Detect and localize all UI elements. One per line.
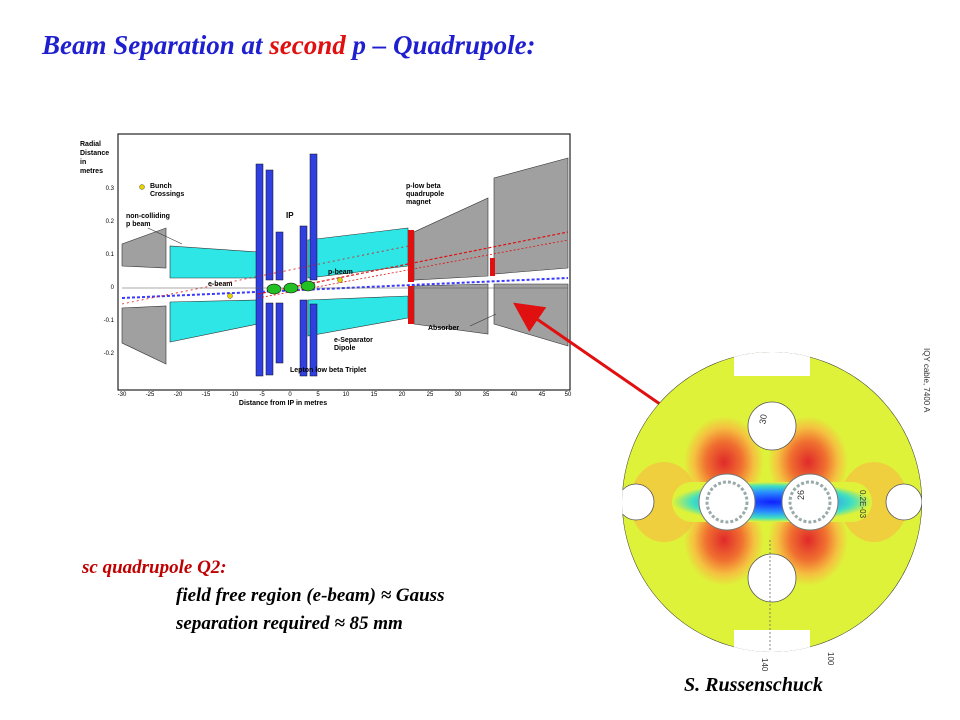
pointer-arrow — [513, 302, 687, 424]
bottom-notch — [734, 630, 810, 652]
absorber-red-2 — [490, 258, 495, 276]
label-lepton-triplet: Lepton low beta Triplet — [290, 367, 367, 374]
right-hole — [885, 483, 922, 521]
label-bottom-scale: 140 — [760, 658, 769, 672]
absorber-red-upper — [408, 230, 414, 282]
label-e-separator: Dipole — [334, 345, 355, 352]
x-tick-label: -20 — [174, 392, 183, 398]
slide-title: Beam Separation at second p – Quadrupole… — [42, 30, 536, 60]
blue-slab — [275, 231, 284, 281]
bunch-crossing — [300, 280, 316, 292]
left-coil — [705, 480, 749, 524]
top-notch — [734, 352, 810, 376]
top-hole — [747, 401, 797, 451]
left-hole — [622, 483, 655, 521]
pointer-line — [469, 313, 497, 327]
x-tick-label: 50 — [565, 392, 572, 398]
x-axis-title: Distance from IP in metres — [239, 400, 327, 407]
x-tick-label: 20 — [399, 392, 406, 398]
label-absorber: Absorber — [428, 325, 459, 332]
blue-slab — [275, 302, 284, 364]
vertical-caption: IQY cable, 7400 A — [922, 348, 931, 413]
x-tick-label: 15 — [371, 392, 378, 398]
blue-slab — [299, 299, 308, 377]
label-right-hole: 26 — [796, 490, 806, 500]
label-bunch-crossings: Crossings — [150, 191, 184, 198]
label-top-hole: 30 — [757, 413, 769, 425]
notes-block: sc quadrupole Q2: field free region (e-b… — [82, 554, 444, 638]
x-tick-label: 0 — [288, 392, 292, 398]
x-tick-label: -10 — [230, 392, 239, 398]
label-ip: IP — [286, 211, 294, 220]
x-tick-label: 10 — [343, 392, 350, 398]
right-coil — [788, 480, 832, 524]
label-non-colliding: non-colliding — [126, 213, 170, 220]
label-p-low-beta: quadrupole — [406, 191, 444, 198]
y-tick-label: 0.2 — [106, 219, 115, 225]
x-tick-label: -15 — [202, 392, 211, 398]
label-e-separator: e-Separator — [334, 337, 373, 344]
bunch-crossing — [266, 283, 282, 295]
blue-slab — [265, 169, 274, 281]
blue-slab — [299, 225, 308, 285]
p-quadrupole2-upper — [493, 157, 569, 275]
blue-slab — [255, 163, 264, 377]
y-axis-title-1: Radial — [80, 141, 101, 148]
quadrupole-field-figure: 30 26 140 100 0.2E-03 IQY cable, 7400 A — [622, 348, 931, 672]
label-p-low-beta: magnet — [406, 199, 432, 206]
left-magnet-upper — [121, 227, 167, 269]
x-tick-label: 30 — [455, 392, 462, 398]
x-tick-label: 45 — [539, 392, 546, 398]
pointer-line — [147, 227, 183, 245]
y-axis-title-2: Distance — [80, 150, 109, 157]
y-tick-label: 0 — [111, 285, 115, 291]
x-tick-label: -5 — [259, 392, 265, 398]
non-colliding-beam-line — [121, 245, 409, 305]
x-tick-label: -30 — [118, 392, 127, 398]
y-axis-title-3: in — [80, 159, 86, 166]
label-p-low-beta: p-low beta — [406, 183, 441, 190]
e-beam-line — [121, 277, 569, 299]
field-lobe — [630, 462, 698, 542]
x-tick-label: -25 — [146, 392, 155, 398]
label-side-scale: 100 — [826, 652, 835, 666]
bunch-marker — [227, 293, 233, 299]
blue-slab — [265, 302, 274, 376]
y-tick-label: 0.1 — [106, 252, 115, 258]
bunch-crossing — [283, 282, 299, 294]
notes-heading: sc quadrupole Q2: — [82, 557, 227, 578]
left-magnet-lower — [121, 305, 167, 365]
blue-slab — [309, 153, 318, 281]
bunch-marker — [139, 184, 145, 190]
label-p-beam: p-beam — [328, 269, 353, 276]
field-lobe — [840, 462, 908, 542]
label-right-value: 0.2E-03 — [858, 490, 867, 519]
beam-separation-figure: Radial Distance in metres 0.3 0.2 0.1 0 … — [80, 133, 572, 407]
notes-line: separation required ≈ 85 mm — [176, 613, 403, 634]
y-axis-title-4: metres — [80, 168, 103, 175]
label-bunch-crossings: Bunch — [150, 183, 172, 190]
bottom-hole — [747, 553, 797, 603]
y-tick-label: -0.2 — [104, 351, 115, 357]
blue-slab — [309, 303, 318, 377]
x-tick-label: 35 — [483, 392, 490, 398]
x-tick-label: 5 — [316, 392, 320, 398]
label-e-beam: e-beam — [208, 281, 233, 288]
cyan-magnet-upper — [169, 245, 259, 279]
x-tick-label: 40 — [511, 392, 518, 398]
y-tick-label: 0.3 — [106, 186, 115, 192]
notes-line: field free region (e-beam) ≈ Gauss — [176, 585, 445, 606]
x-tick-label: 25 — [427, 392, 434, 398]
label-non-colliding: p beam — [126, 221, 151, 228]
bunch-marker — [337, 277, 343, 283]
absorber-red-lower — [408, 286, 414, 324]
author-credit: S. Russenschuck — [684, 674, 823, 696]
y-tick-label: -0.1 — [104, 318, 115, 324]
